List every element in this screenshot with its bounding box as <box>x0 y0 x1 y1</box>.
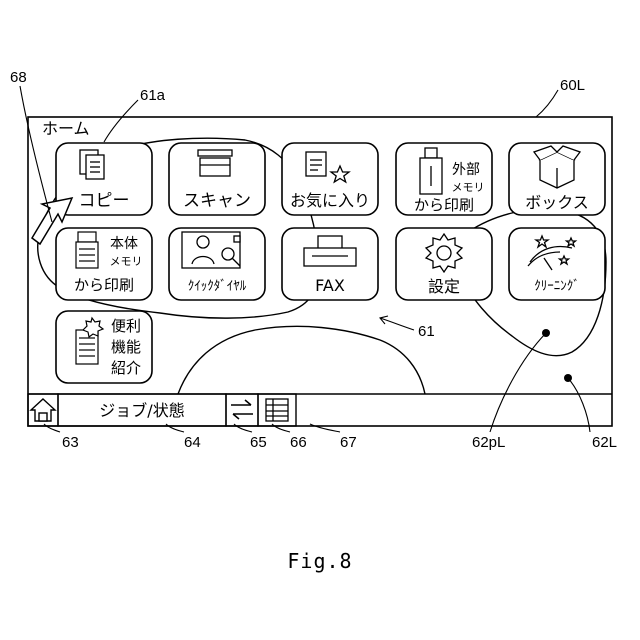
copy-icon <box>80 150 104 179</box>
tile-box-label: ボックス <box>525 193 589 212</box>
leader-62L <box>568 378 590 432</box>
job-status-label: ジョブ/状態 <box>99 401 184 420</box>
tile-settings[interactable]: 設定 <box>396 228 492 300</box>
tile-settings-label: 設定 <box>428 277 460 296</box>
tile-external-memory-print-line3: から印刷 <box>414 196 474 214</box>
printer-memory-icon <box>76 232 98 268</box>
home-button[interactable] <box>28 394 58 426</box>
switch-icon <box>231 400 253 419</box>
ref-label-62L: 62L <box>592 434 617 451</box>
tile-internal-memory-print-line3: から印刷 <box>74 276 134 294</box>
ref-label-62pL: 62pL <box>472 434 505 451</box>
tile-fax-label: FAX <box>315 276 345 295</box>
job-status-button[interactable]: ジョブ/状態 <box>58 394 226 426</box>
leader-68 <box>20 86 52 222</box>
ref-label-68: 68 <box>10 69 27 86</box>
switch-button[interactable] <box>226 394 258 426</box>
tile-box[interactable]: ボックス <box>509 143 605 215</box>
leader-61 <box>380 318 414 330</box>
tile-scan[interactable]: スキャン <box>169 143 265 215</box>
ref-label-61a: 61a <box>140 87 166 104</box>
tile-quick-dial-label: ｸｲｯｸﾀﾞｲﾔﾙ <box>188 279 247 294</box>
tile-favorites[interactable]: お気に入り <box>282 143 378 215</box>
ref-label-64: 64 <box>184 434 201 451</box>
tile-feature-intro-line2: 機能 <box>111 338 141 356</box>
tile-internal-memory-print[interactable]: 本体 メモリ から印刷 <box>56 228 152 300</box>
home-icon <box>31 399 55 421</box>
tile-scan-label: スキャン <box>183 191 251 211</box>
quick-dial-icon <box>182 232 240 268</box>
tile-feature-intro-line3: 紹介 <box>111 359 141 377</box>
ref-label-66: 66 <box>290 434 307 451</box>
tile-internal-memory-print-line1: 本体 <box>110 236 138 252</box>
tile-external-memory-print[interactable]: 外部 メモリ から印刷 <box>396 143 492 215</box>
tile-external-memory-print-line2: メモリ <box>452 181 485 194</box>
list-icon <box>266 399 288 421</box>
leader-62pL <box>490 333 546 432</box>
tile-external-memory-print-line1: 外部 <box>452 162 480 178</box>
ref-label-65: 65 <box>250 434 267 451</box>
tile-feature-intro-line1: 便利 <box>111 317 141 335</box>
list-button[interactable] <box>258 394 296 426</box>
tile-favorites-label: お気に入り <box>290 191 370 210</box>
ref-label-67: 67 <box>340 434 357 451</box>
ref-label-60L: 60L <box>560 77 585 94</box>
screen-title: ホーム <box>42 119 90 138</box>
leader-60L <box>536 90 558 117</box>
leader-61a <box>104 100 138 142</box>
ref-label-61: 61 <box>418 323 435 340</box>
ref-label-63: 63 <box>62 434 79 451</box>
tile-copy[interactable]: コピー <box>56 143 152 215</box>
tile-fax[interactable]: FAX <box>282 228 378 300</box>
tile-feature-intro[interactable]: 便利 機能 紹介 <box>56 311 152 383</box>
tile-cleaning-label: ｸﾘｰﾆﾝｸﾞ <box>534 279 580 294</box>
tile-internal-memory-print-line2: メモリ <box>110 255 143 268</box>
tile-cleaning[interactable]: ｸﾘｰﾆﾝｸﾞ <box>509 228 605 300</box>
figure-caption: Fig.8 <box>287 549 352 573</box>
tile-copy-label: コピー <box>79 191 130 211</box>
tile-quick-dial[interactable]: ｸｲｯｸﾀﾞｲﾔﾙ <box>169 228 265 300</box>
scanner-icon <box>198 150 232 176</box>
gesture-region-bottom <box>178 326 425 394</box>
